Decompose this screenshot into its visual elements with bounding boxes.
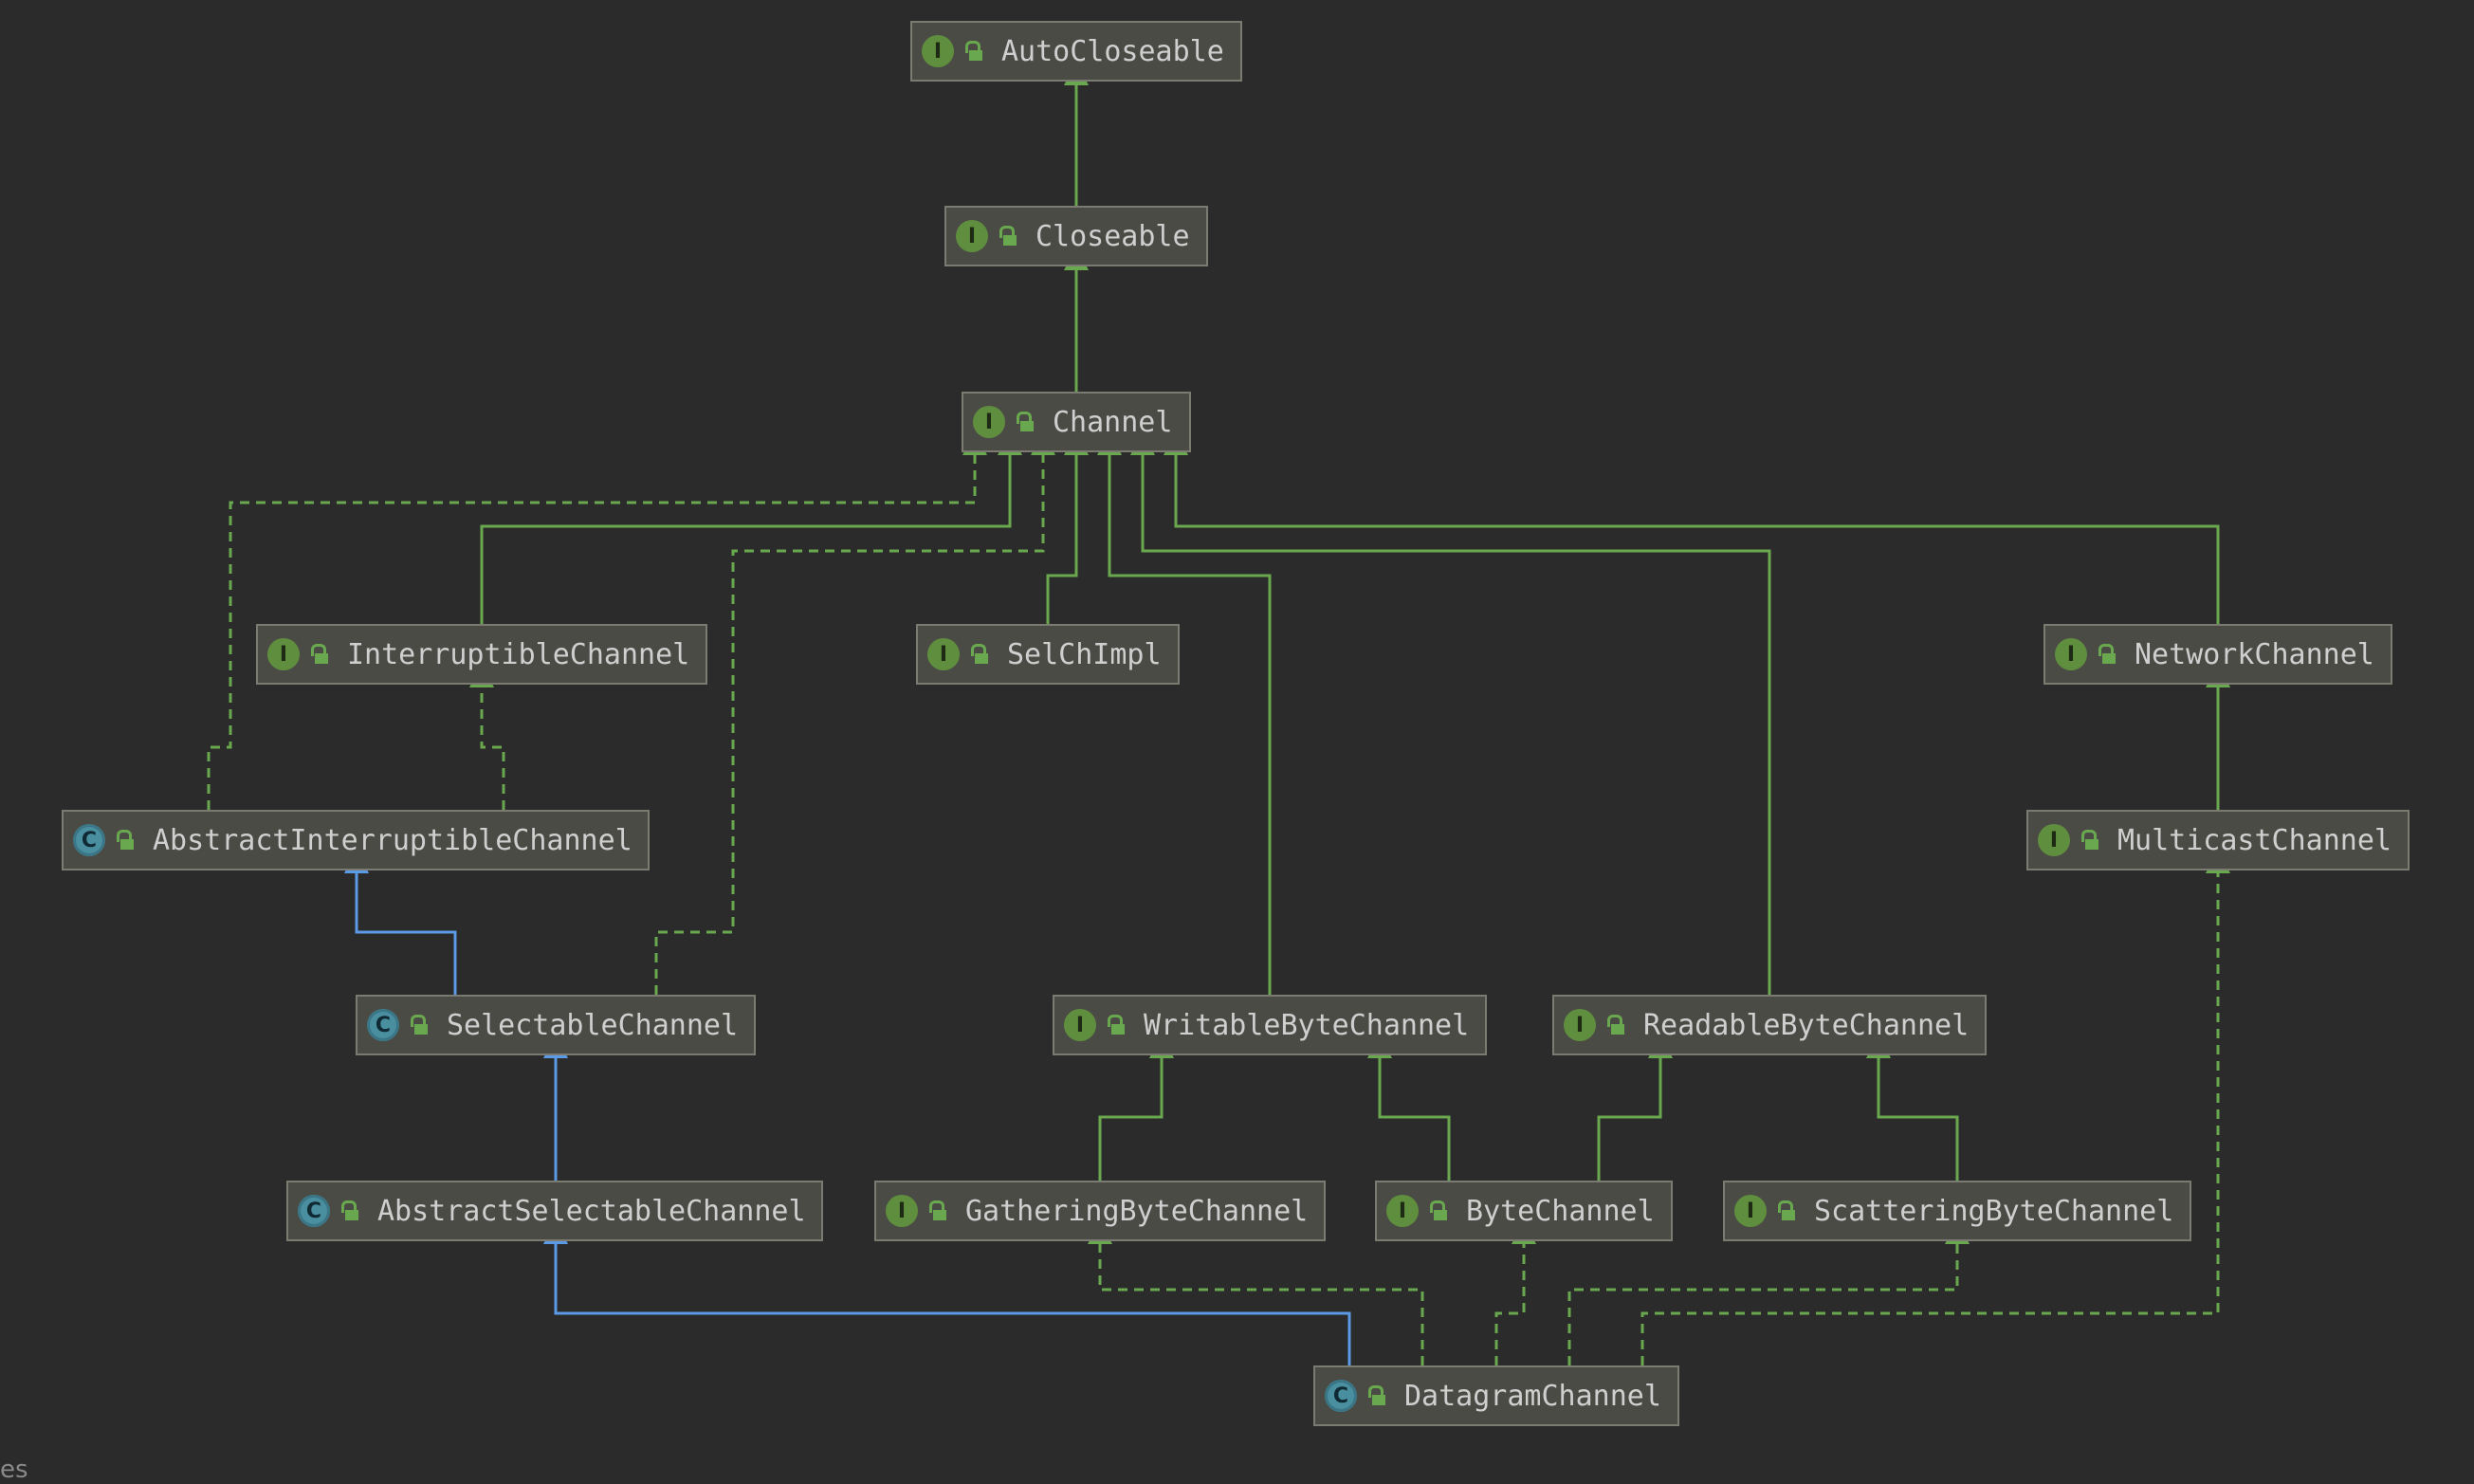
node-networkchannel[interactable]: I NetworkChannel [2043, 624, 2392, 685]
node-label: NetworkChannel [2135, 637, 2374, 671]
node-abstractselectablechannel[interactable]: C AbstractSelectableChannel [286, 1181, 823, 1241]
public-lock-icon [963, 41, 984, 62]
edge-datagramchannel-to-gatheringbytechannel [1088, 1219, 1424, 1365]
interface-icon: I [1734, 1195, 1767, 1227]
edge-writablebytechannel-to-channel [1097, 431, 1272, 995]
public-lock-icon [1366, 1385, 1387, 1406]
public-lock-icon [927, 1200, 948, 1221]
edge-bytechannel-to-writablebytechannel [1367, 1034, 1451, 1181]
interface-icon: I [927, 638, 960, 670]
class-icon: C [367, 1009, 399, 1041]
node-label: AutoCloseable [1001, 34, 1224, 68]
node-interruptiblechannel[interactable]: I InterruptibleChannel [256, 624, 707, 685]
interface-icon: I [922, 35, 954, 67]
node-bytechannel[interactable]: I ByteChannel [1375, 1181, 1673, 1241]
public-lock-icon [1776, 1200, 1797, 1221]
node-scatteringbytechannel[interactable]: I ScatteringByteChannel [1723, 1181, 2191, 1241]
edge-interruptiblechannel-to-channel [480, 431, 1022, 624]
edge-datagramchannel-to-multicastchannel [1640, 849, 2230, 1365]
interface-icon: I [956, 220, 988, 252]
edge-networkchannel-to-channel [1164, 431, 2220, 624]
edge-selectablechannel-to-channel [654, 431, 1055, 995]
edge-selectablechannel-to-abstractinterruptiblechannel [344, 849, 457, 995]
public-lock-icon [969, 644, 990, 665]
public-lock-icon [2097, 644, 2117, 665]
public-lock-icon [1106, 1015, 1127, 1035]
node-label: SelChImpl [1007, 637, 1162, 671]
class-icon: C [1325, 1380, 1357, 1412]
public-lock-icon [998, 226, 1018, 247]
edge-datagramchannel-to-scatteringbytechannel [1567, 1219, 1970, 1365]
edge-datagramchannel-to-bytechannel [1494, 1219, 1536, 1365]
public-lock-icon [115, 830, 136, 851]
node-label: AbstractSelectableChannel [377, 1194, 806, 1228]
interface-icon: I [1386, 1195, 1419, 1227]
class-icon: C [298, 1195, 330, 1227]
interface-icon: I [973, 406, 1005, 438]
edge-abstractinterruptiblechannel-to-interruptiblechannel [469, 663, 505, 810]
node-label: DatagramChannel [1404, 1379, 1661, 1413]
public-lock-icon [1605, 1015, 1626, 1035]
node-label: AbstractInterruptibleChannel [153, 823, 632, 857]
class-icon: C [73, 824, 105, 856]
interface-icon: I [1064, 1009, 1096, 1041]
public-lock-icon [309, 644, 330, 665]
public-lock-icon [339, 1200, 360, 1221]
public-lock-icon [1015, 412, 1035, 432]
node-selchimpl[interactable]: I SelChImpl [916, 624, 1180, 685]
node-writablebytechannel[interactable]: I WritableByteChannel [1053, 995, 1487, 1055]
node-abstractinterruptiblechannel[interactable]: C AbstractInterruptibleChannel [62, 810, 650, 870]
node-readablebytechannel[interactable]: I ReadableByteChannel [1552, 995, 1987, 1055]
public-lock-icon [1428, 1200, 1449, 1221]
edge-gatheringbytechannel-to-writablebytechannel [1098, 1034, 1174, 1181]
node-label: ScatteringByteChannel [1814, 1194, 2174, 1228]
node-datagramchannel[interactable]: C DatagramChannel [1313, 1365, 1679, 1426]
node-selectablechannel[interactable]: C SelectableChannel [356, 995, 756, 1055]
node-label: MulticastChannel [2117, 823, 2392, 857]
node-channel[interactable]: I Channel [962, 392, 1191, 452]
node-label: ByteChannel [1466, 1194, 1655, 1228]
node-label: GatheringByteChannel [965, 1194, 1309, 1228]
node-label: InterruptibleChannel [347, 637, 690, 671]
interface-icon: I [2038, 824, 2070, 856]
edge-selchimpl-to-channel [1046, 431, 1089, 624]
edge-abstractinterruptiblechannel-to-channel [207, 431, 987, 810]
edge-datagramchannel-to-abstractselectablechannel [543, 1219, 1351, 1365]
edge-scatteringbytechannel-to-readablebytechannel [1866, 1034, 1959, 1181]
public-lock-icon [2080, 830, 2100, 851]
node-label: ReadableByteChannel [1643, 1008, 1970, 1042]
node-autocloseable[interactable]: I AutoCloseable [910, 21, 1242, 82]
interface-icon: I [2055, 638, 2087, 670]
node-label: Closeable [1035, 219, 1190, 253]
node-multicastchannel[interactable]: I MulticastChannel [2026, 810, 2410, 870]
node-closeable[interactable]: I Closeable [944, 206, 1208, 266]
public-lock-icon [409, 1015, 430, 1035]
interface-icon: I [267, 638, 300, 670]
interface-icon: I [1564, 1009, 1596, 1041]
partial-status-text: es [0, 1456, 28, 1484]
edge-readablebytechannel-to-channel [1130, 431, 1771, 995]
edge-bytechannel-to-readablebytechannel [1597, 1034, 1673, 1181]
node-label: SelectableChannel [447, 1008, 739, 1042]
node-label: WritableByteChannel [1144, 1008, 1470, 1042]
interface-icon: I [886, 1195, 918, 1227]
node-gatheringbytechannel[interactable]: I GatheringByteChannel [874, 1181, 1326, 1241]
node-label: Channel [1053, 405, 1173, 439]
